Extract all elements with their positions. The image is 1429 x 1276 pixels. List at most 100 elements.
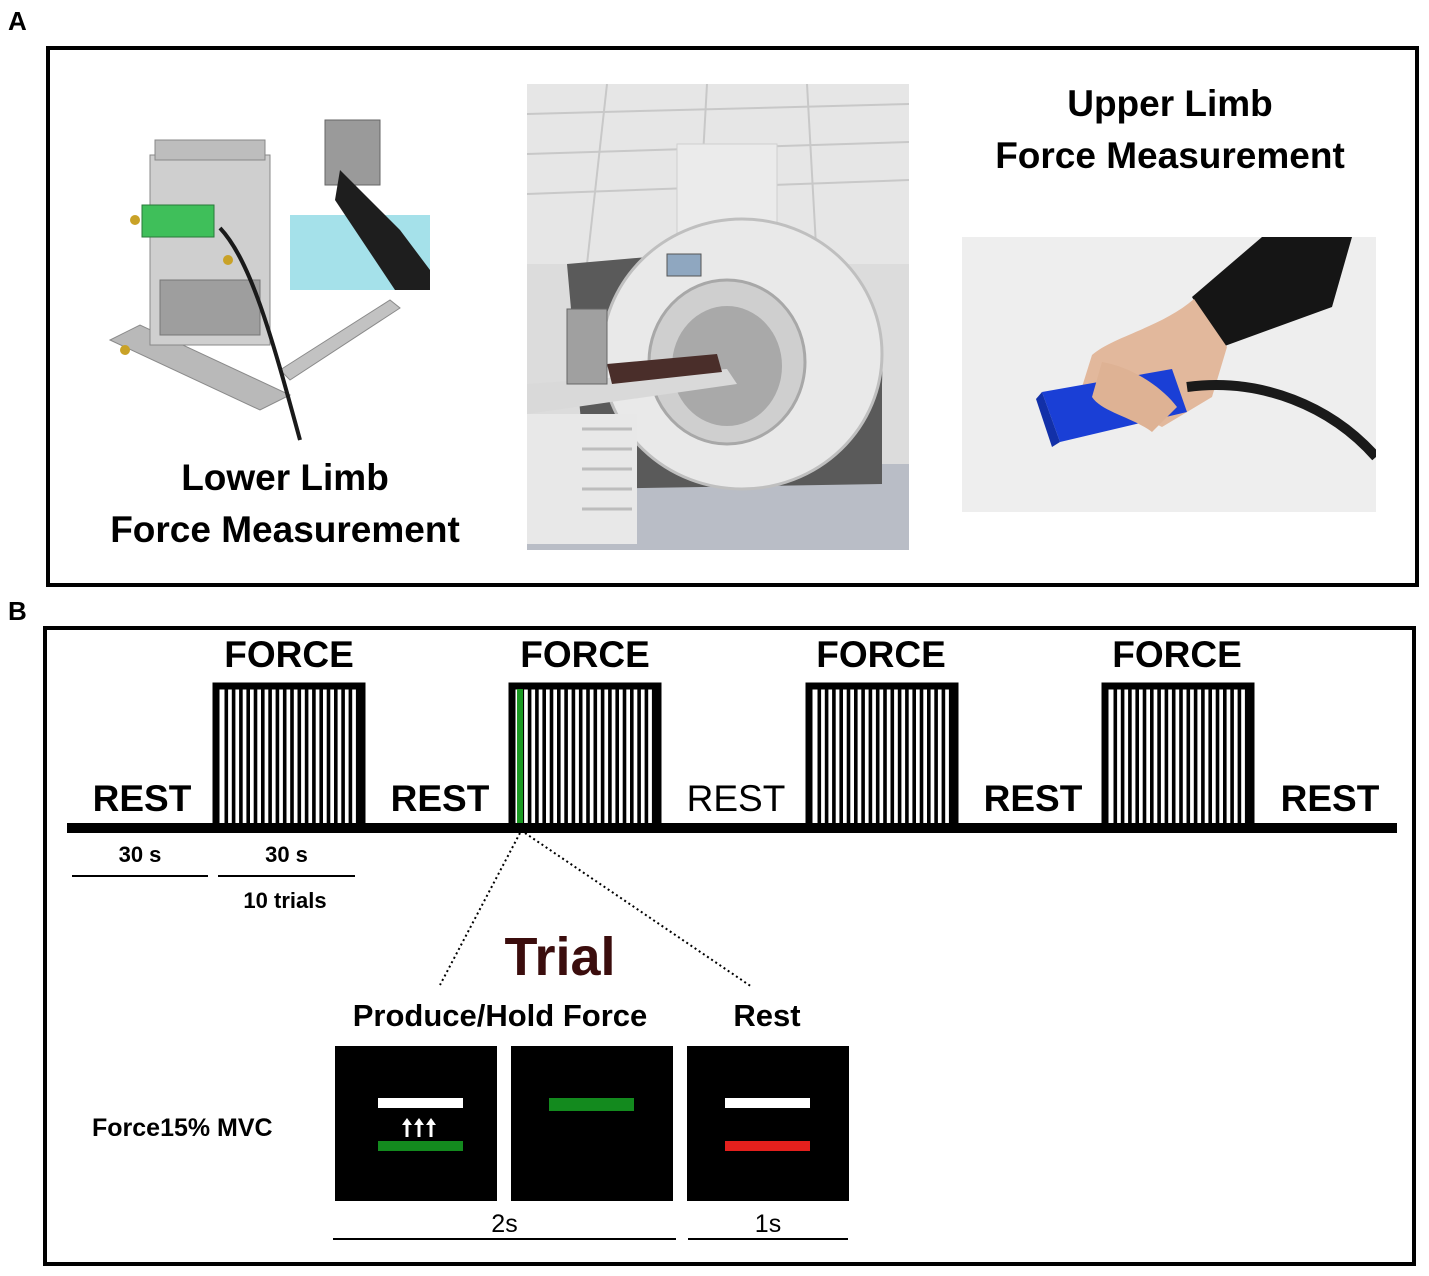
trial-stripe — [1230, 689, 1234, 828]
panel-letter-a: A — [8, 6, 27, 36]
lower-limb-caption-line2: Force Measurement — [110, 509, 460, 550]
trial-stripe — [883, 689, 887, 828]
upper-limb-caption: Upper Limb Force Measurement — [930, 78, 1410, 182]
trial-stripe — [571, 689, 576, 828]
hand-grip-device-photo — [962, 237, 1376, 512]
trial-stripe — [268, 689, 272, 828]
upper-limb-caption-line1: Upper Limb — [1067, 83, 1273, 124]
panel-letter-b: B — [8, 596, 27, 626]
trial-stripe — [839, 689, 843, 828]
trial-stripe — [1237, 689, 1242, 828]
trial-stripe — [622, 689, 627, 828]
timeline-axis — [67, 823, 1397, 833]
force-block-outline — [805, 682, 959, 828]
trial-stripe — [355, 689, 360, 828]
trial-stripe — [1186, 689, 1191, 828]
trial-stripe — [846, 689, 851, 828]
rest-label-2: REST — [390, 778, 490, 819]
trial-stripe — [1208, 689, 1212, 828]
trial-stripe — [934, 689, 938, 828]
rest-trial-duration-line — [688, 1238, 848, 1240]
trial-stripe — [246, 689, 250, 828]
trial-stripe — [341, 689, 345, 828]
rest-duration-label: 30 s — [118, 842, 162, 867]
trial-stripe — [890, 689, 895, 828]
rest-label-5: REST — [1280, 778, 1380, 819]
trial-stripe — [542, 689, 546, 828]
trial-stripe — [927, 689, 931, 828]
trial-stripe — [253, 689, 258, 828]
hold-force-screen — [511, 1046, 673, 1201]
trial-stripe — [941, 689, 946, 828]
force-bar — [378, 1141, 463, 1151]
trial-stripe — [637, 689, 641, 828]
lower-limb-device-photo — [100, 110, 440, 450]
trial-stripe — [224, 689, 229, 828]
trial-stripe — [861, 689, 865, 828]
trial-stripe — [1142, 689, 1147, 828]
force-label-3: FORCE — [816, 634, 946, 675]
lower-limb-caption: Lower Limb Force Measurement — [60, 452, 510, 556]
force-label-4: FORCE — [1112, 634, 1242, 675]
trial-stripe — [615, 689, 619, 828]
trial-stripe — [1201, 689, 1205, 828]
hold-bar — [549, 1098, 634, 1111]
trial-stripe — [600, 689, 605, 828]
force-block-outline — [212, 682, 366, 828]
rest-label-1: REST — [92, 778, 192, 819]
trial-stripe — [549, 689, 554, 828]
trial-stripe — [527, 689, 532, 828]
trial-stripe — [586, 689, 590, 828]
trial-stripe — [312, 689, 316, 828]
trial-stripe — [817, 689, 822, 828]
trial-stripe — [630, 689, 634, 828]
trials-label: 10 trials — [243, 888, 327, 913]
trial-stripe — [1179, 689, 1183, 828]
trial-stripe — [1164, 689, 1169, 828]
trial-stripe — [1150, 689, 1154, 828]
trial-stripe — [275, 689, 280, 828]
trial-stripe — [948, 689, 953, 828]
trial-stripe — [1215, 689, 1220, 828]
trial-stripe — [875, 689, 880, 828]
trial-stripe — [304, 689, 309, 828]
trial-stripe — [1157, 689, 1161, 828]
trial-stripe — [334, 689, 338, 828]
force-label-2: FORCE — [520, 634, 650, 675]
trial-title: Trial — [504, 927, 616, 987]
upper-limb-caption-line2: Force Measurement — [995, 135, 1345, 176]
force-block-outline — [508, 682, 662, 828]
trial-stripe — [326, 689, 331, 828]
force-blocks — [212, 682, 1255, 828]
condition-label: Force15% MVC — [92, 1114, 273, 1142]
trial-stripe — [1244, 689, 1249, 828]
trial-stripe — [868, 689, 873, 828]
trial-stripe — [239, 689, 243, 828]
trial-stripe — [1193, 689, 1198, 828]
trial-stripe — [854, 689, 858, 828]
trial-stripe — [608, 689, 612, 828]
produce-duration-line — [333, 1238, 676, 1240]
up-arrows-icon — [402, 1118, 436, 1137]
trial-stripe — [651, 689, 656, 828]
trial-stripe — [912, 689, 916, 828]
produce-force-screen — [335, 1046, 497, 1201]
force-duration-label: 30 s — [265, 842, 308, 867]
trial-stripe — [261, 689, 265, 828]
rest-duration-line — [72, 875, 208, 877]
trial-stripe — [557, 689, 561, 828]
trial-stripe — [1223, 689, 1227, 828]
trial-stripe — [832, 689, 836, 828]
target-bar — [378, 1098, 463, 1108]
trial-stripe — [297, 689, 302, 828]
trial-stripe — [564, 689, 568, 828]
trial-stripe — [290, 689, 294, 828]
produce-duration-label: 2s — [491, 1210, 518, 1238]
rest-target-bar — [725, 1098, 810, 1108]
trial-stripe — [535, 689, 539, 828]
trial-stripe — [1113, 689, 1118, 828]
trial-stripe — [905, 689, 909, 828]
trial-stripe — [1171, 689, 1176, 828]
panel-b-frame — [43, 626, 1416, 1266]
